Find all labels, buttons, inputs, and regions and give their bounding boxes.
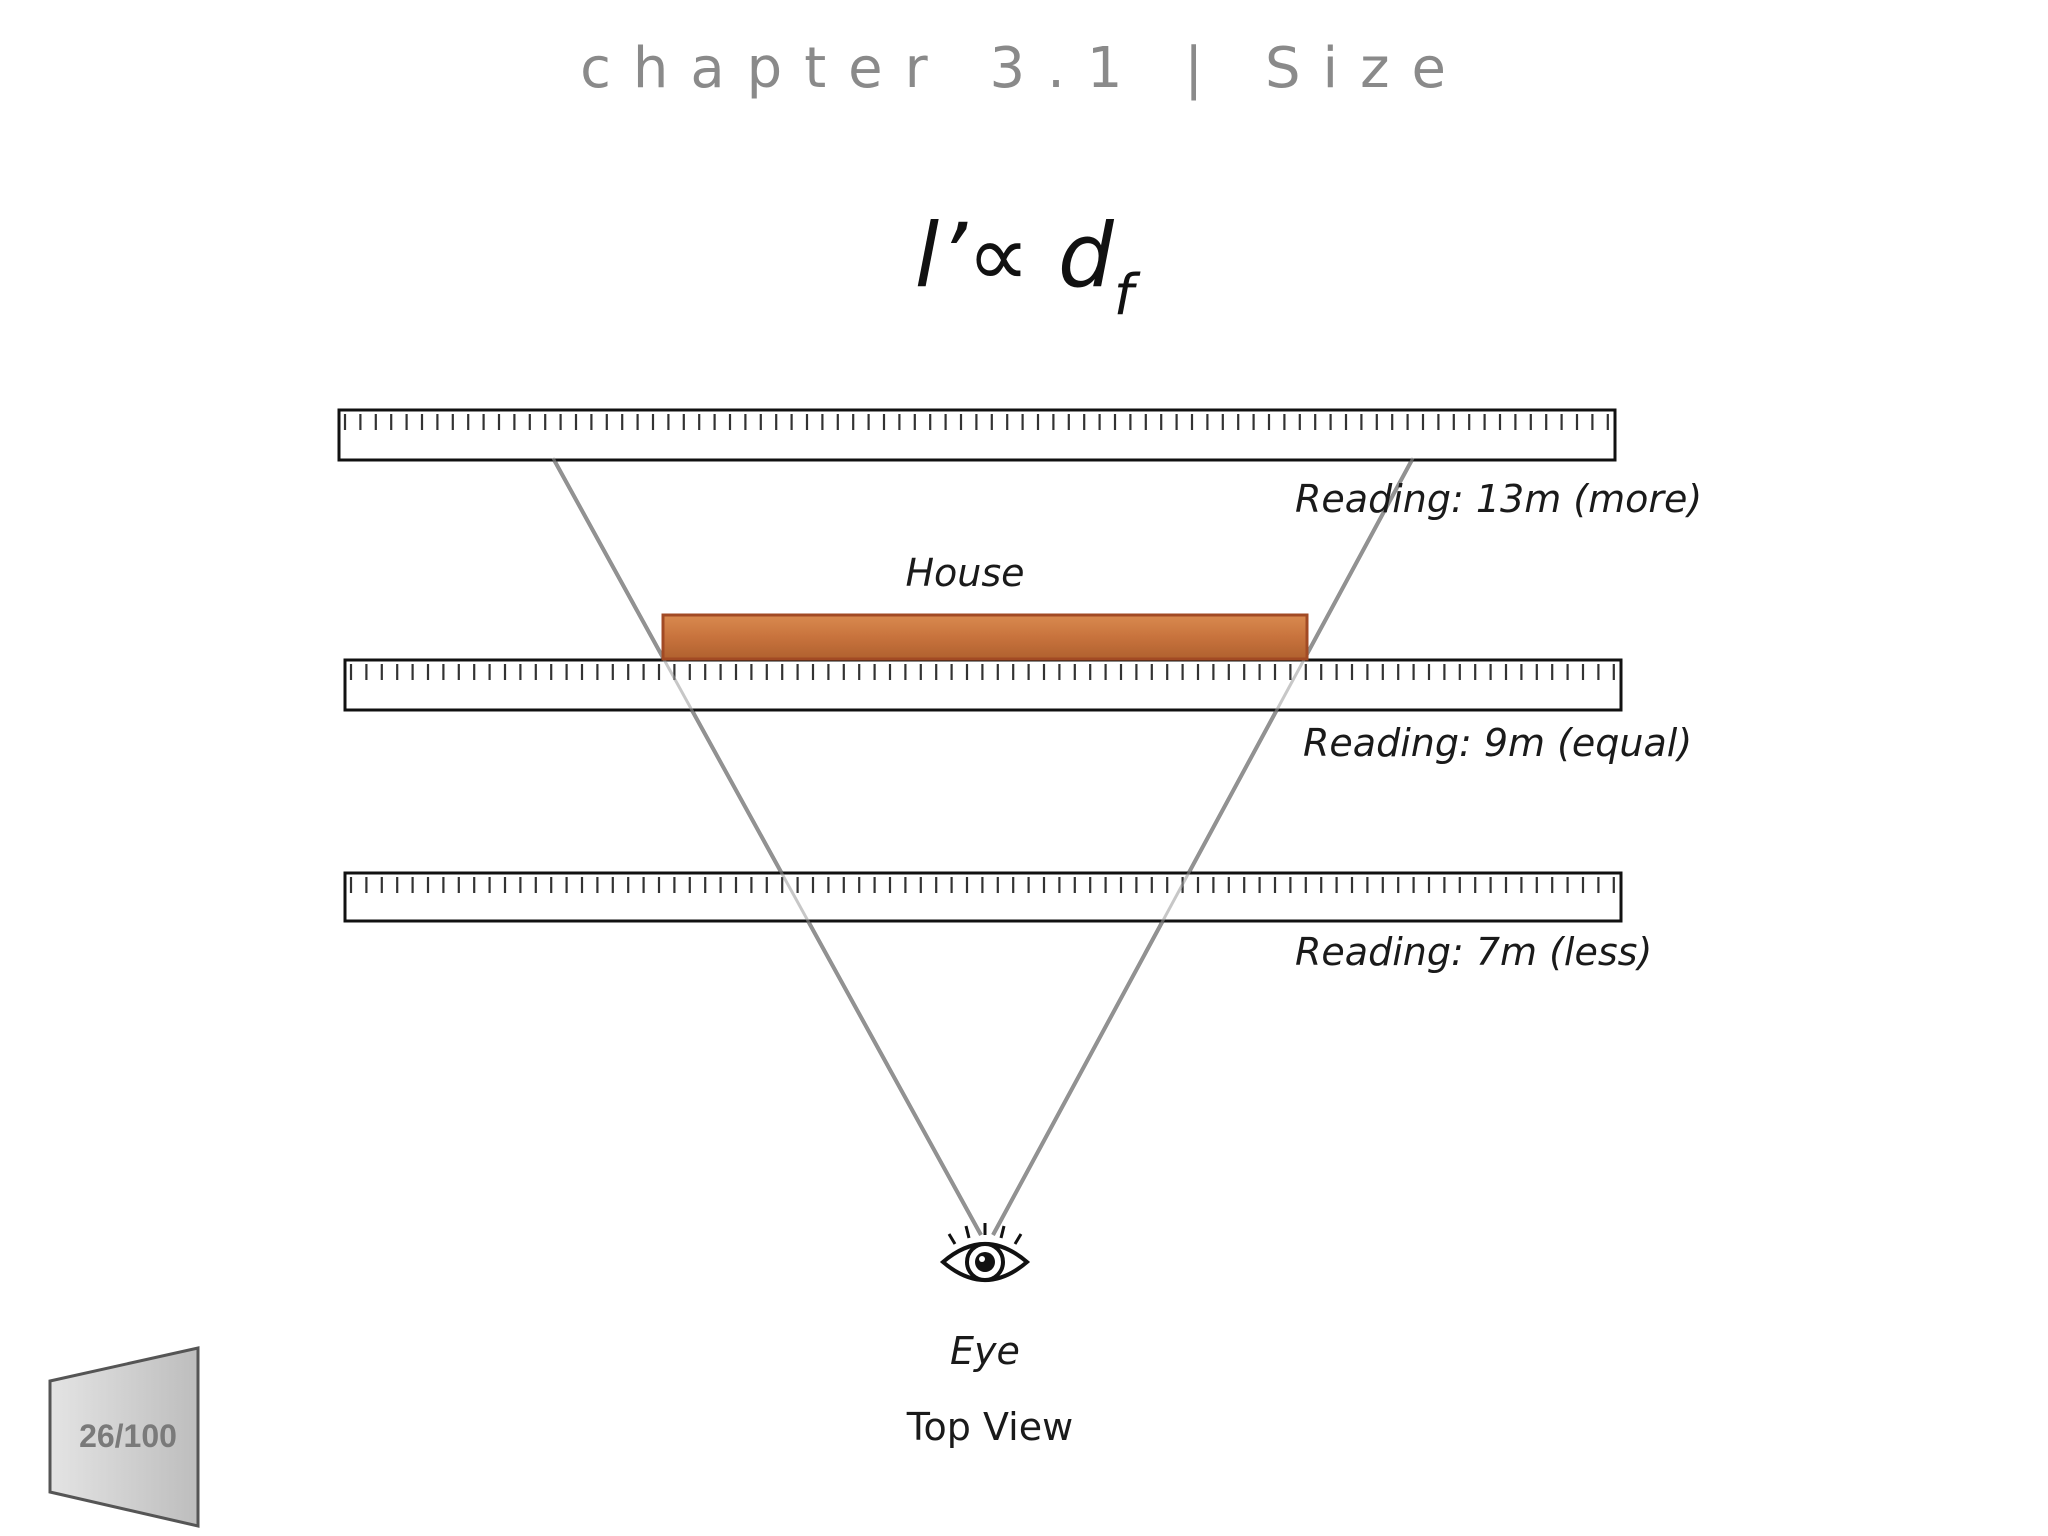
ruler-near [343,871,1623,923]
eye-icon [939,1223,1031,1282]
ruler-far [337,408,1617,462]
reading-far-label: Reading: 13m (more) [1295,477,1702,521]
formula-main: l’∝ d [914,204,1114,307]
reading-near-label: Reading: 7m (less) [1295,930,1652,974]
chapter-title: chapter 3.1 | Size [580,36,1468,101]
ruler-middle [343,658,1623,712]
formula: l’∝ df [0,212,2048,324]
page-badge [48,1346,200,1528]
house-label: House [905,551,1024,595]
eye-label: Eye [950,1329,1020,1373]
sight-line-right-overlay [991,457,1415,1236]
reading-middle-label: Reading: 9m (equal) [1303,721,1692,765]
house-block [661,613,1309,661]
page-number: 26/100 [79,1418,177,1454]
sight-line-left-overlay [551,457,983,1236]
formula-subscript: f [1113,263,1134,328]
view-label: Top View [906,1405,1073,1449]
